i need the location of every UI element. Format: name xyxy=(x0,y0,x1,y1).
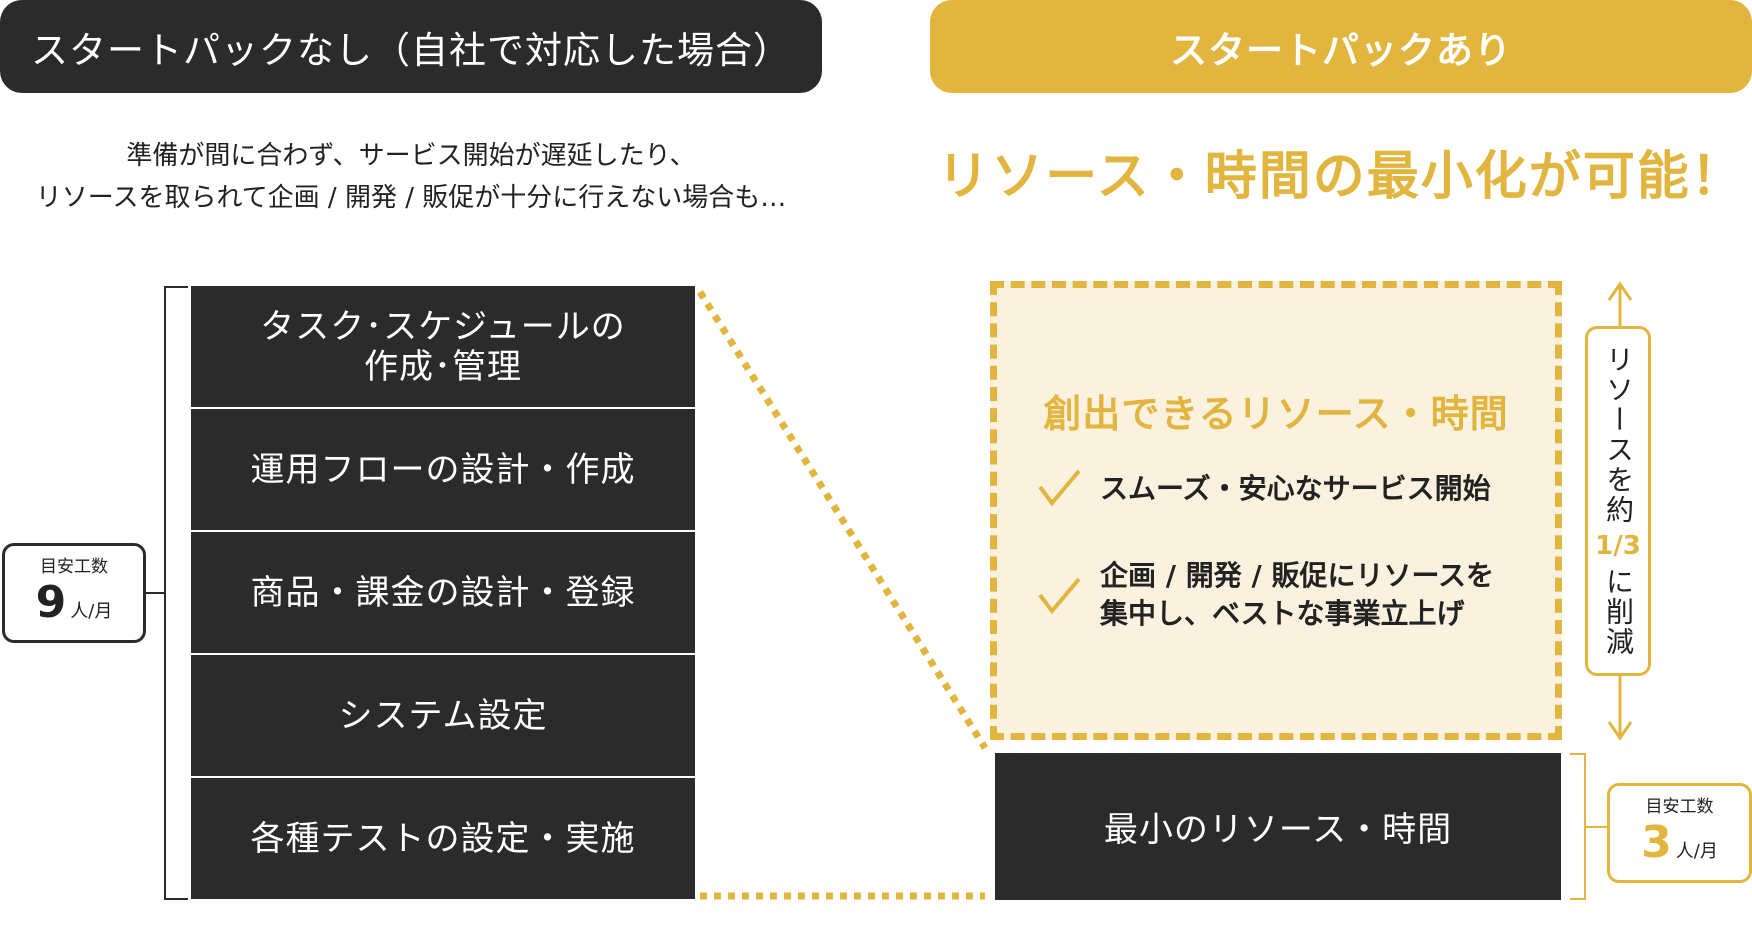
task-label: 各種テストの設定・実施 xyxy=(250,818,636,859)
task-block: タスク･スケジュールの 作成･管理 xyxy=(191,286,695,407)
left-description-line-1: 準備が間に合わず、サービス開始が遅延したり、 xyxy=(126,141,696,171)
benefit-item: スムーズ・安心なサービス開始 xyxy=(1100,472,1491,505)
right-headline: リソース・時間の最小化が可能！ xyxy=(937,147,1745,207)
reduction-text-before: リソースを約 xyxy=(1602,345,1635,525)
left-estimate-label: 目安工数 xyxy=(40,557,108,577)
benefit-item: 企画 / 開発 / 販促にリソースを 集中し、ベストな事業立上げ xyxy=(1100,559,1495,630)
right-bracket-connector xyxy=(1586,826,1607,828)
created-resources-title: 創出できるリソース・時間 xyxy=(1043,392,1509,436)
left-estimate-badge: 目安工数 9 人/月 xyxy=(2,543,146,643)
minimum-resources-text: 最小のリソース・時間 xyxy=(1103,810,1453,850)
reduction-label: リソースを約 1/3 に削減 xyxy=(1585,326,1651,676)
task-label: 運用フローの設計・作成 xyxy=(250,449,636,490)
left-bracket-connector xyxy=(144,592,164,594)
right-estimate-value: 3 xyxy=(1641,817,1672,868)
task-block: 運用フローの設計・作成 xyxy=(191,409,695,530)
right-estimate-unit: 人/月 xyxy=(1675,841,1718,862)
reduction-text-after: に削減 xyxy=(1602,567,1635,657)
right-bracket xyxy=(1570,753,1586,900)
left-estimate-unit: 人/月 xyxy=(70,601,113,622)
task-label: システム設定 xyxy=(338,695,548,736)
task-label: 商品・課金の設計・登録 xyxy=(250,572,636,613)
task-block: 各種テストの設定・実施 xyxy=(191,778,695,899)
header-with-pack: スタートパックあり xyxy=(930,0,1752,93)
check-icon xyxy=(1038,577,1081,615)
left-estimate-value: 9 xyxy=(35,577,67,628)
header-without-pack: スタートパックなし（自社で対応した場合） xyxy=(0,0,822,93)
left-description: 準備が間に合わず、サービス開始が遅延したり、 リソースを取られて企画 / 開発 … xyxy=(0,135,822,219)
task-label: タスク･スケジュールの 作成･管理 xyxy=(260,306,626,387)
right-estimate-badge: 目安工数 3 人/月 xyxy=(1607,783,1752,883)
created-resources-box xyxy=(990,281,1562,740)
check-icon xyxy=(1038,469,1081,507)
header-with-pack-text: スタートパックあり xyxy=(1170,28,1512,72)
task-list: タスク･スケジュールの 作成･管理 運用フローの設計・作成 商品・課金の設計・登… xyxy=(191,286,695,901)
dotted-connector-top xyxy=(697,290,988,750)
right-estimate-label: 目安工数 xyxy=(1645,797,1714,817)
left-bracket xyxy=(164,286,188,900)
minimum-resources-box: 最小のリソース・時間 xyxy=(995,753,1561,900)
header-without-pack-text: スタートパックなし（自社で対応した場合） xyxy=(31,28,791,72)
left-description-line-2: リソースを取られて企画 / 開発 / 販促が十分に行えない場合も… xyxy=(35,183,787,213)
reduction-fraction: 1/3 xyxy=(1595,531,1641,561)
task-block: システム設定 xyxy=(191,655,695,776)
task-block: 商品・課金の設計・登録 xyxy=(191,532,695,653)
